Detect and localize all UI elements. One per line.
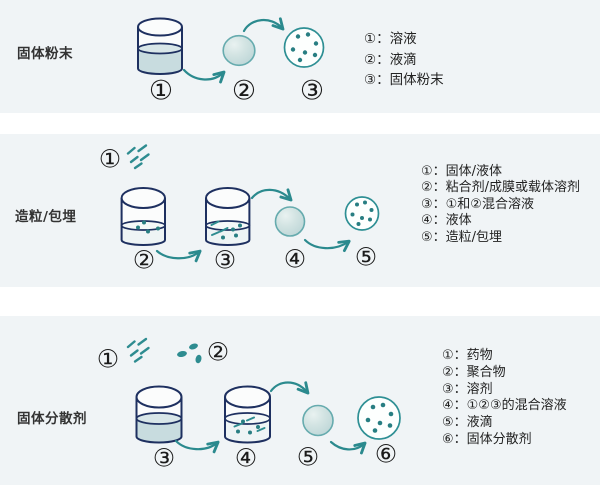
step-marker-3: ③	[213, 245, 237, 275]
droplet	[274, 206, 306, 237]
step-marker-4: ④	[283, 244, 307, 274]
legend: ①：溶液 ②：液滴 ③：固体粉末	[364, 29, 444, 91]
legend-item: ⑤：液滴	[442, 415, 493, 431]
beaker-mixture	[224, 385, 271, 444]
step-marker-5: ⑤	[296, 442, 320, 472]
dispersant-particle-circle	[357, 396, 401, 440]
powder-particle-circle	[283, 27, 325, 68]
legend-item: ④：液体	[421, 213, 472, 229]
step-marker-2: ②	[206, 337, 230, 367]
step-marker-3: ③	[152, 443, 176, 473]
arrow-droplet-to-granule	[303, 238, 351, 253]
arrow-beaker-to-droplet	[182, 68, 226, 84]
granulation-diagram-graphic	[120, 144, 380, 263]
mixture-dashes	[233, 416, 266, 432]
step-marker-6: ⑥	[374, 439, 398, 469]
legend-item: ③：①和②混合溶液	[421, 196, 534, 212]
drug-particles	[126, 337, 150, 363]
step-marker-2: ②	[132, 245, 156, 275]
legend-item: ①：药物	[442, 348, 493, 363]
beaker-solution	[137, 17, 183, 75]
solid-dispersant-diagram-graphic	[126, 337, 401, 455]
beaker-solvent	[135, 385, 183, 444]
process-row-solid-dispersant: 固体分散剂 ① ② ③ ④ ⑤ ⑥ ①：药物 ②：聚合物 ③：溶剂 ④：①②③的…	[0, 316, 600, 485]
process-row-granulation: 造粒/包埋 ① ② ③ ④ ⑤ ①：固体/液体 ②：粘合剂/成膜或载体溶剂 ③：…	[0, 134, 600, 287]
arrow-mix-to-droplet	[269, 381, 310, 395]
legend: ①：固体/液体 ②：粘合剂/成膜或载体溶剂 ③：①和②混合溶液 ④：液体 ⑤：造…	[421, 164, 580, 246]
legend-item: ②：液滴	[364, 51, 417, 68]
step-marker-2: ②	[231, 75, 257, 107]
row-label: 造粒/包埋	[15, 209, 77, 225]
arrow-droplet-to-powder	[242, 17, 285, 33]
legend-item: ④：①②③的混合溶液	[442, 398, 567, 414]
beaker-binder	[120, 187, 167, 246]
step-marker-3: ③	[299, 75, 325, 107]
solid-powder-diagram-graphic	[137, 17, 325, 84]
row-label: 固体分散剂	[17, 411, 87, 427]
process-row-solid-powder: 固体粉末 ① ② ③ ①：溶液 ②：液滴 ③：固体粉末	[0, 0, 600, 113]
step-marker-1: ①	[96, 344, 120, 374]
legend-item: ①：固体/液体	[421, 164, 503, 179]
step-marker-5: ⑤	[354, 242, 378, 272]
mixture-dashes	[210, 220, 229, 236]
arrow-droplet-to-dispersant	[329, 440, 367, 455]
legend-item: ②：聚合物	[442, 364, 506, 380]
arrow-mix-to-droplet	[250, 188, 293, 202]
legend: ①：药物 ②：聚合物 ③：溶剂 ④：①②③的混合溶液 ⑤：液滴 ⑥：固体分散剂	[442, 348, 567, 449]
arrow-binder-to-mix	[155, 249, 202, 263]
polymer-particles	[177, 343, 202, 364]
granule-particle-circle	[344, 196, 380, 231]
legend-item: ③：固体粉末	[364, 72, 444, 88]
legend-item: ⑥：固体分散剂	[442, 431, 532, 447]
step-marker-1: ①	[148, 75, 174, 107]
droplet	[302, 404, 334, 437]
step-marker-4: ④	[234, 443, 258, 473]
step-marker-1: ①	[98, 144, 122, 174]
legend-item: ⑤：造粒/包埋	[421, 229, 503, 245]
arrow-solvent-to-mix	[174, 439, 220, 454]
droplet	[222, 34, 256, 67]
legend-item: ①：溶液	[364, 31, 417, 47]
legend-item: ②：粘合剂/成膜或载体溶剂	[421, 180, 581, 196]
row-label: 固体粉末	[17, 46, 73, 62]
beaker-mixture	[205, 187, 251, 246]
legend-item: ③：溶剂	[442, 381, 493, 397]
falling-particles	[126, 144, 150, 170]
